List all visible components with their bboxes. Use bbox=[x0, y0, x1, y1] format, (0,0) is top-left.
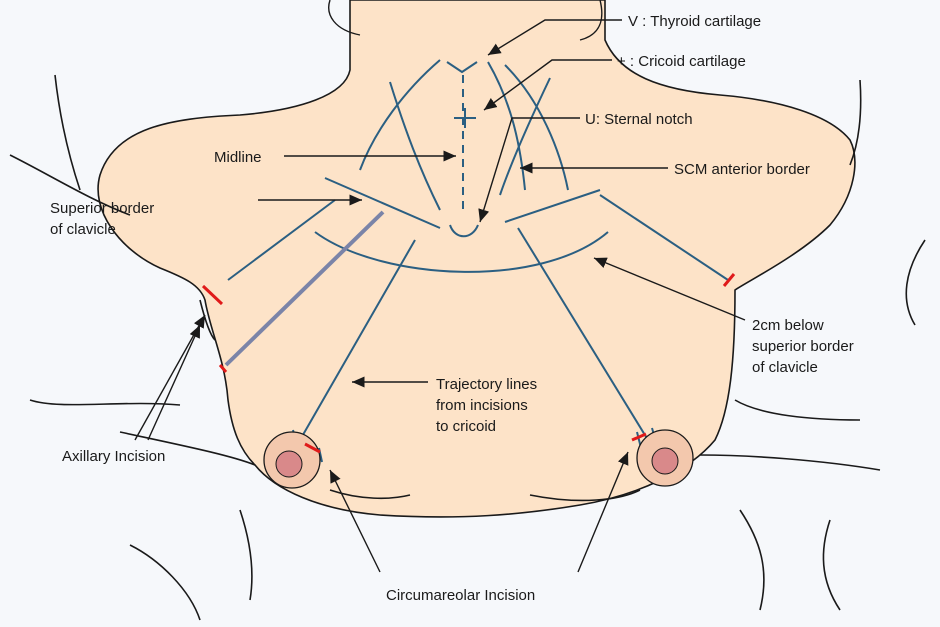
cricoid-cartilage-label: + : Cricoid cartilage bbox=[617, 53, 746, 70]
clavicle-right bbox=[504, 189, 601, 223]
scm-anterior-border-label: SCM anterior border bbox=[674, 161, 810, 178]
arrow-below-clavicle bbox=[593, 257, 746, 321]
circumareolar-incision-label: Circumareolar Incision bbox=[386, 587, 535, 604]
scm-right-inner bbox=[487, 61, 526, 191]
clavicle-left-outer bbox=[227, 199, 336, 281]
below-clavicle-label-1: 2cm below bbox=[752, 317, 824, 334]
thyroid-cartilage-label: V : Thyroid cartilage bbox=[628, 13, 761, 30]
circumareolar-incision-left bbox=[304, 442, 321, 454]
axillary-trajectory bbox=[224, 210, 385, 367]
axillary-incision-lower bbox=[218, 364, 228, 373]
arm-sketch-lines bbox=[9, 74, 926, 621]
chin-outline bbox=[328, 0, 603, 41]
axillary-incision-label: Axillary Incision bbox=[62, 448, 165, 465]
thyroid-v-mark bbox=[446, 61, 478, 74]
trajectory-label-3: to cricoid bbox=[436, 418, 496, 435]
pointer-arrows bbox=[134, 19, 746, 573]
right-axilla-incision bbox=[722, 273, 736, 287]
below-clavicle-label-3: of clavicle bbox=[752, 359, 818, 376]
right-nipple bbox=[651, 447, 679, 475]
arrow-thyroid bbox=[487, 19, 622, 56]
sternal-notch-label: U: Sternal notch bbox=[585, 111, 693, 128]
cricoid-plus-mark bbox=[454, 108, 476, 128]
circumareolar-incision-right bbox=[631, 432, 647, 442]
trajectory-label-1: Trajectory lines bbox=[436, 376, 537, 393]
clavicle-left bbox=[324, 177, 441, 229]
torso-silhouette bbox=[97, 0, 856, 518]
arrow-sternal bbox=[478, 117, 580, 223]
right-breast bbox=[636, 429, 694, 487]
incision-marks bbox=[201, 273, 736, 454]
arrow-circumareolar-right bbox=[577, 451, 629, 573]
superior-border-clavicle-label-1: Superior border bbox=[50, 200, 154, 217]
trajectory-right bbox=[517, 227, 649, 441]
left-breast bbox=[263, 431, 321, 489]
midline-label: Midline bbox=[214, 149, 262, 166]
trajectory-label-2: from incisions bbox=[436, 397, 528, 414]
sternal-notch-mark bbox=[449, 224, 479, 238]
scm-right-far bbox=[504, 64, 569, 191]
arrow-axillary-2 bbox=[147, 324, 201, 441]
arrow-circumareolar-left bbox=[329, 469, 381, 573]
below-clavicle-label-2: superior border bbox=[752, 338, 854, 355]
axillary-incision-upper bbox=[201, 284, 224, 306]
arrow-cricoid bbox=[483, 59, 612, 111]
scm-right-outer bbox=[499, 77, 551, 196]
superior-border-clavicle-label-2: of clavicle bbox=[50, 221, 116, 238]
left-nipple bbox=[275, 450, 303, 478]
clavicle-right-outer bbox=[599, 194, 729, 281]
trajectory-left bbox=[299, 239, 416, 441]
scm-left-inner bbox=[389, 81, 441, 211]
